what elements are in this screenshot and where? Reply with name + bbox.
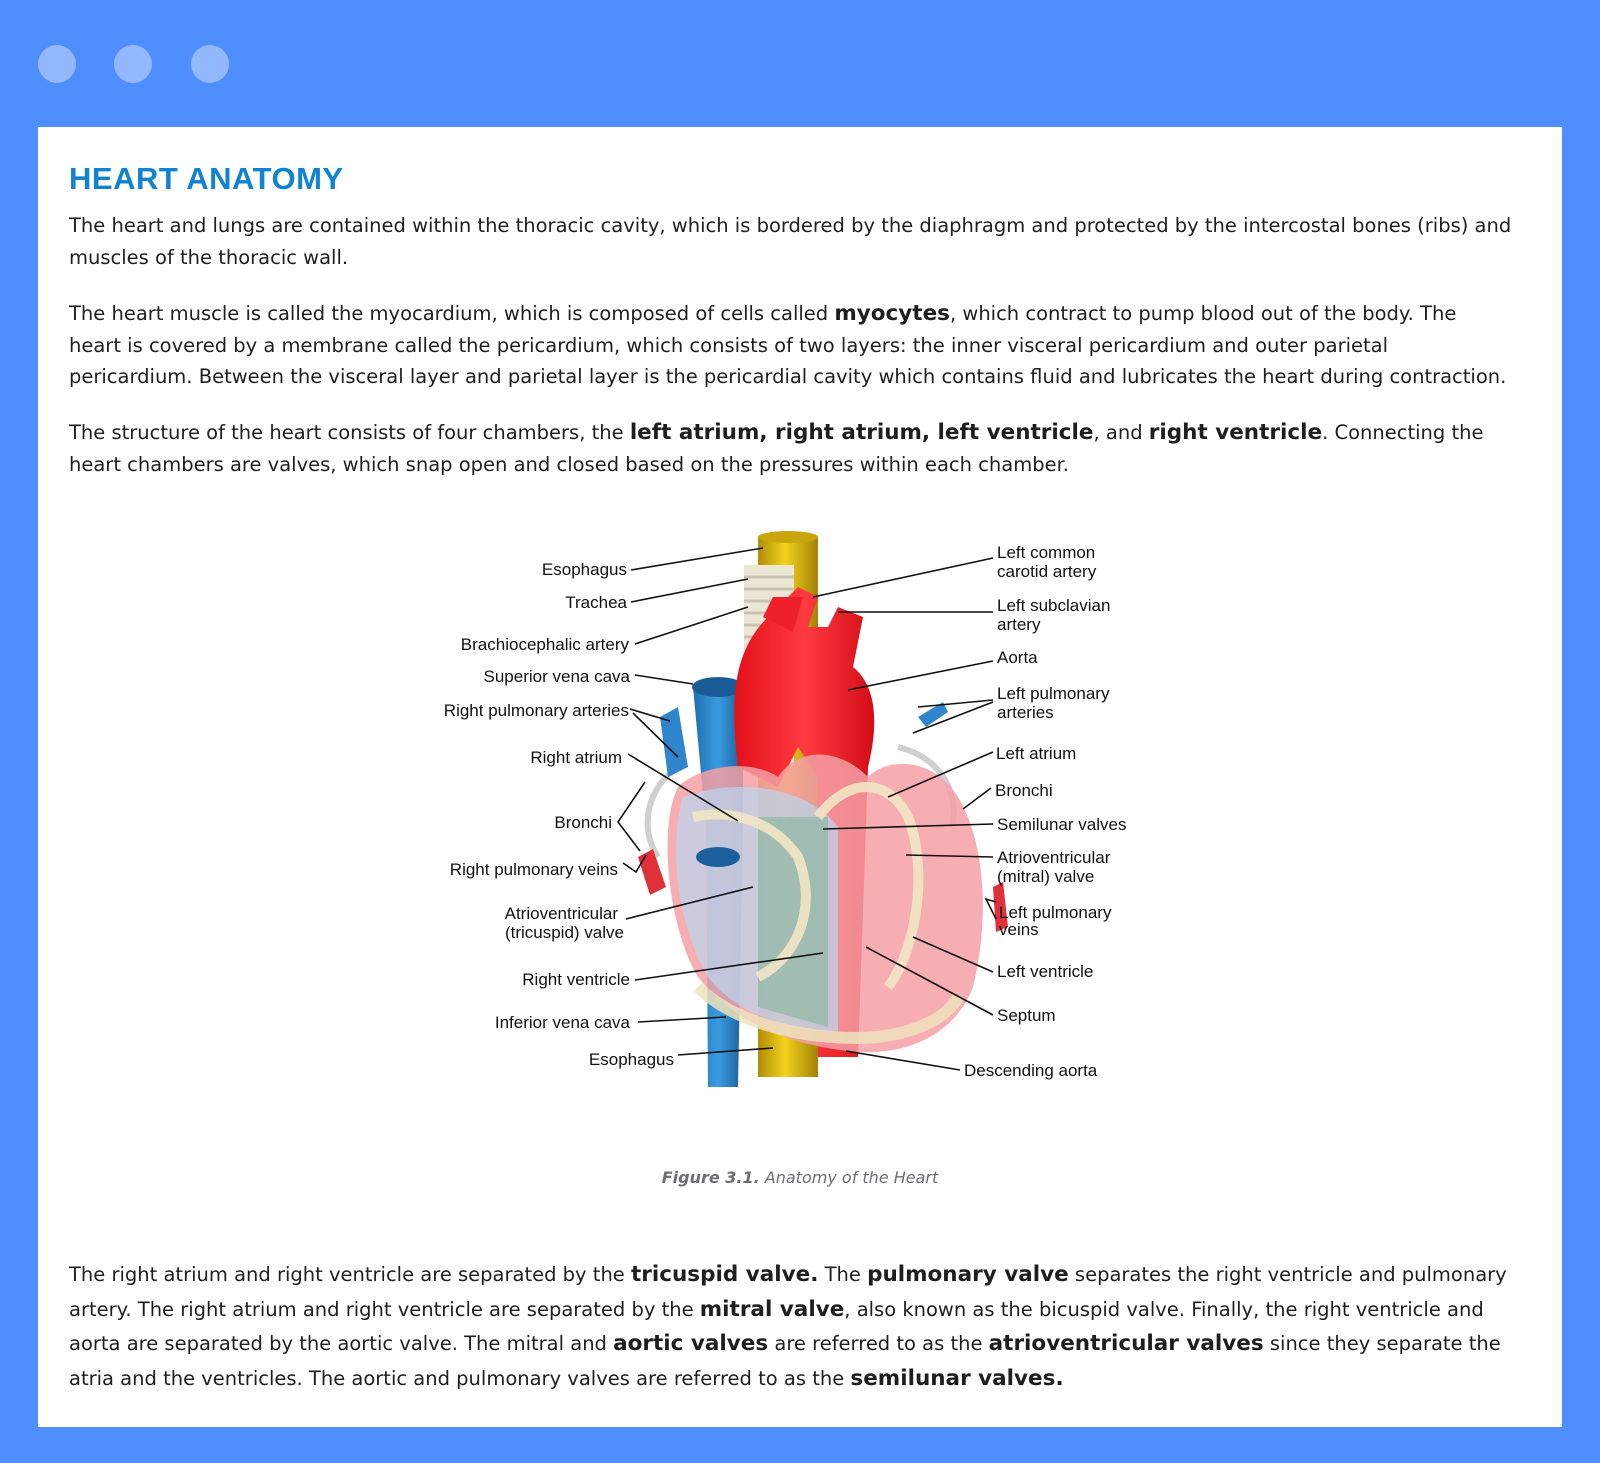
label-inferior-vena-cava: Inferior vena cava (495, 1013, 631, 1032)
label-bronchi-right: Bronchi (995, 781, 1053, 800)
label-right-atrium: Right atrium (530, 748, 622, 767)
paragraph-chambers: The structure of the heart consists of f… (69, 417, 1514, 480)
article-page: HEART ANATOMY The heart and lungs are co… (38, 127, 1562, 1427)
bold-term: pulmonary valve (867, 1262, 1069, 1287)
text-run: since they separate the atria and the ve… (69, 1332, 1501, 1390)
label-tricuspid-line1: Atrioventricular (505, 904, 619, 923)
leader-lines (617, 547, 997, 1071)
bold-term: myocytes (834, 301, 950, 326)
paragraph-myocardium: The heart muscle is called the myocardiu… (69, 298, 1514, 393)
label-septum: Septum (997, 1006, 1056, 1025)
text-run: The (818, 1263, 868, 1286)
label-left-common-carotid-line1: Left common (997, 543, 1095, 562)
figure-caption: Figure 3.1. Anatomy of the Heart (38, 1168, 1562, 1187)
bold-term: mitral valve (699, 1296, 845, 1322)
label-semilunar-valves: Semilunar valves (997, 815, 1126, 834)
label-left-atrium: Left atrium (996, 744, 1076, 763)
label-left-pulmonary-veins-line1: Left pulmonary (999, 903, 1112, 922)
bold-term: left atrium, right atrium, left ventricl… (629, 420, 1094, 445)
label-trachea: Trachea (565, 593, 627, 612)
text-run: , which contract to pump blood out of th… (69, 302, 1507, 388)
paragraph-valves: The right atrium and right ventricle are… (69, 1258, 1519, 1396)
label-aorta: Aorta (997, 648, 1038, 667)
text-run: separates the right ventricle and pulmon… (69, 1263, 1507, 1321)
page-title: HEART ANATOMY (69, 161, 344, 196)
circle-icon[interactable] (191, 45, 229, 83)
circle-icon[interactable] (114, 45, 152, 83)
label-left-pulmonary-arteries-line1: Left pulmonary (997, 684, 1110, 703)
text-run: . Connecting the heart chambers are valv… (69, 421, 1484, 476)
bold-term: atrioventricular valves (988, 1331, 1264, 1356)
text-run: The right atrium and right ventricle are… (69, 1263, 631, 1286)
caption-number: Figure 3.1. (661, 1168, 760, 1187)
bold-term: right ventricle (1148, 420, 1323, 445)
label-right-ventricle: Right ventricle (522, 970, 630, 989)
text-run: The heart muscle is called the myocardiu… (69, 302, 835, 325)
label-left-common-carotid-line2: carotid artery (997, 562, 1097, 581)
paragraph-thoracic-cavity: The heart and lungs are contained within… (69, 214, 1512, 269)
bold-term: tricuspid valve. (631, 1262, 819, 1287)
label-esophagus-bottom: Esophagus (589, 1050, 674, 1069)
bold-term: aortic valves (613, 1331, 769, 1356)
text-run: , also known as the bicuspid valve. Fina… (69, 1297, 1484, 1356)
label-left-pulmonary-arteries-line2: arteries (997, 703, 1054, 722)
text-run: , and (1093, 421, 1149, 444)
label-brachiocephalic-artery: Brachiocephalic artery (461, 635, 630, 654)
label-left-subclavian-line1: Left subclavian (997, 596, 1110, 615)
label-right-pulmonary-arteries: Right pulmonary arteries (444, 701, 629, 720)
text-run: are referred to as the (768, 1332, 989, 1355)
label-left-subclavian-line2: artery (997, 615, 1041, 634)
label-superior-vena-cava: Superior vena cava (484, 667, 631, 686)
label-mitral-line1: Atrioventricular (997, 848, 1111, 867)
label-right-pulmonary-veins: Right pulmonary veins (450, 860, 618, 879)
label-esophagus-top: Esophagus (542, 560, 627, 579)
label-mitral-line2: (mitral) valve (997, 867, 1094, 886)
heart-body-shape (638, 754, 1008, 1053)
text-run: The structure of the heart consists of f… (69, 421, 630, 444)
bold-term: semilunar valves. (850, 1365, 1064, 1391)
circle-icon[interactable] (38, 45, 76, 83)
label-bronchi-left: Bronchi (554, 813, 612, 832)
window-titlebar (0, 0, 1600, 126)
label-tricuspid-line2: (tricuspid) valve (505, 923, 624, 942)
caption-text: Anatomy of the Heart (759, 1168, 939, 1187)
heart-diagram: Esophagus Trachea Brachiocephalic artery… (444, 531, 1126, 1087)
label-left-pulmonary-veins-line2: veins (999, 920, 1039, 939)
label-left-ventricle: Left ventricle (997, 962, 1093, 981)
label-descending-aorta: Descending aorta (964, 1061, 1098, 1080)
